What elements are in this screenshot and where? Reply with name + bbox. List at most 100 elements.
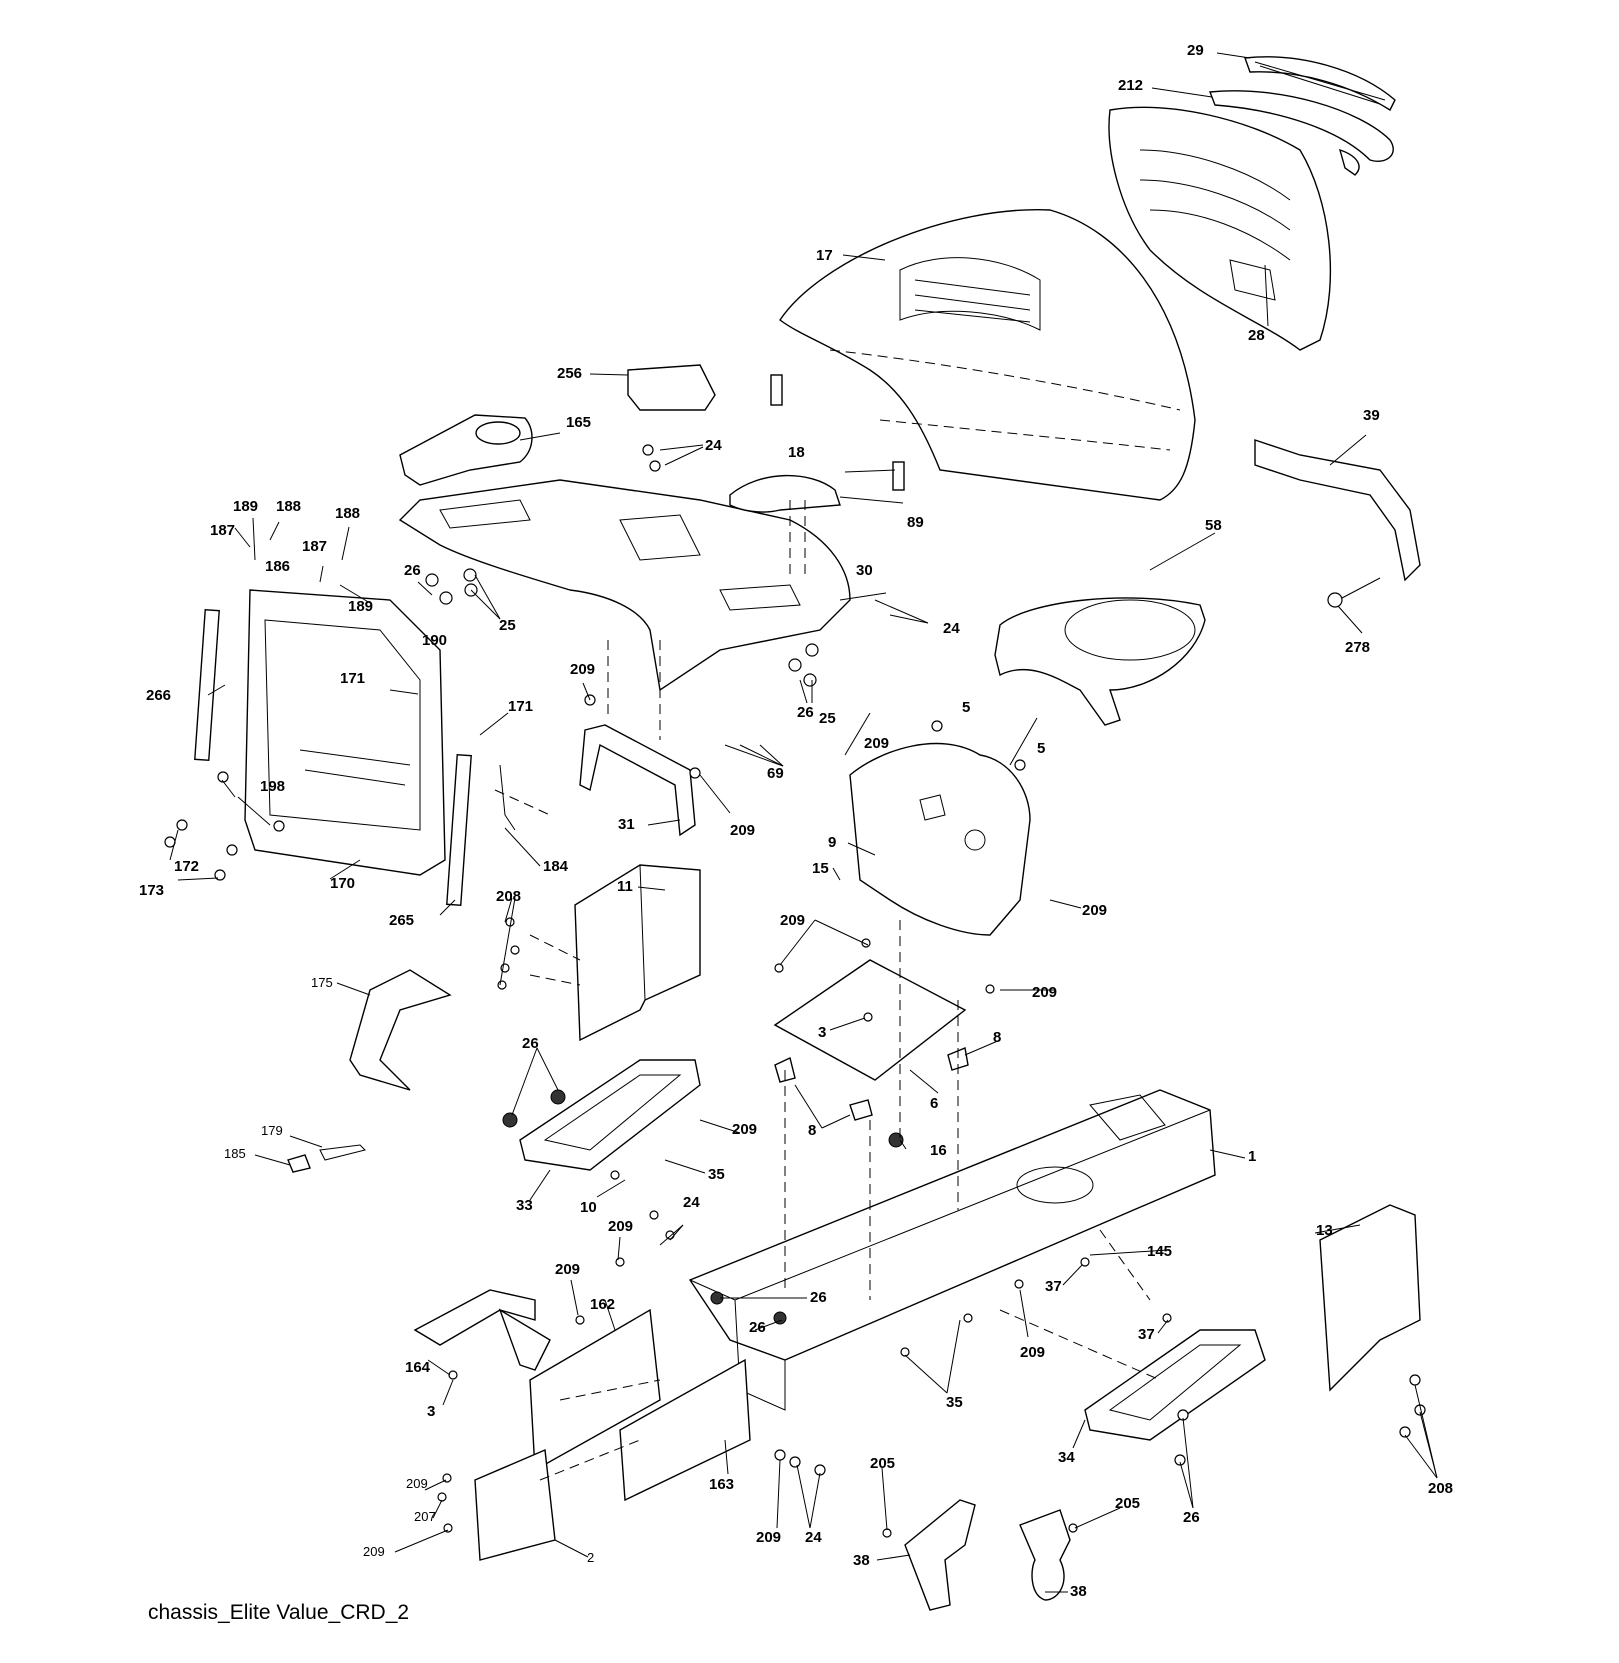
callout-25-mid: 25 bbox=[819, 710, 836, 727]
callout-18: 18 bbox=[788, 444, 805, 461]
callout-3-plate: 3 bbox=[818, 1024, 827, 1041]
callout-209-bracket: 209 bbox=[730, 822, 756, 839]
callout-173: 173 bbox=[139, 882, 165, 899]
callout-8-bottom: 8 bbox=[808, 1122, 817, 1139]
diagram-caption: chassis_Elite Value_CRD_2 bbox=[148, 1601, 410, 1624]
part-38-bracket-right bbox=[1019, 1509, 1071, 1601]
callout-26-frame-a: 26 bbox=[810, 1289, 827, 1306]
callout-256: 256 bbox=[557, 365, 583, 382]
callout-208-right: 208 bbox=[1428, 1480, 1454, 1497]
part-38-bracket-left bbox=[904, 1499, 976, 1611]
callout-179: 179 bbox=[261, 1123, 283, 1138]
callout-17: 17 bbox=[816, 247, 833, 264]
part-28-front-grille bbox=[1108, 106, 1332, 351]
callout-5-left: 5 bbox=[962, 699, 971, 716]
callout-165: 165 bbox=[566, 414, 592, 431]
callout-38-left: 38 bbox=[853, 1552, 870, 1569]
part-8-clip-b bbox=[947, 1047, 969, 1071]
callout-3-front: 3 bbox=[427, 1403, 436, 1420]
part-179-lever bbox=[287, 1144, 366, 1173]
callout-37-a: 37 bbox=[1045, 1278, 1062, 1295]
callout-162: 162 bbox=[590, 1296, 616, 1313]
callout-33: 33 bbox=[516, 1197, 533, 1214]
callout-278: 278 bbox=[1345, 639, 1371, 656]
callout-205-right: 205 bbox=[1115, 1495, 1141, 1512]
callout-175: 175 bbox=[311, 975, 333, 990]
callout-187-right: 187 bbox=[302, 538, 328, 555]
callout-24-top: 24 bbox=[705, 437, 722, 454]
part-13-side-plate bbox=[1319, 1204, 1421, 1392]
callout-145: 145 bbox=[1147, 1243, 1173, 1260]
callout-8-right: 8 bbox=[993, 1029, 1002, 1046]
part-11-side-plate bbox=[574, 864, 701, 1042]
callout-209-center: 209 bbox=[1020, 1344, 1046, 1361]
callout-207: 207 bbox=[414, 1509, 436, 1524]
part-163-side-plate bbox=[619, 1358, 751, 1502]
part-266-trim bbox=[194, 608, 220, 762]
part-175-shield bbox=[349, 969, 452, 1091]
callout-35-bottom: 35 bbox=[946, 1394, 963, 1411]
part-212-grille-trim bbox=[1209, 90, 1394, 176]
callout-209-footrest: 209 bbox=[732, 1121, 758, 1138]
callout-172: 172 bbox=[174, 858, 200, 875]
callout-208-left: 208 bbox=[496, 888, 522, 905]
hardware-fasteners bbox=[164, 444, 1426, 1538]
alignment-lines bbox=[494, 500, 1161, 1481]
callout-89: 89 bbox=[907, 514, 924, 531]
callout-1: 1 bbox=[1248, 1148, 1257, 1165]
part-1-main-frame bbox=[688, 1089, 1216, 1411]
part-58-shroud bbox=[994, 597, 1206, 726]
part-30-fender bbox=[398, 479, 851, 692]
callout-26-frame-b: 26 bbox=[749, 1319, 766, 1336]
callout-171-left: 171 bbox=[340, 670, 366, 687]
part-16-nut bbox=[888, 1132, 904, 1148]
callout-37-b: 37 bbox=[1138, 1326, 1155, 1343]
callout-15: 15 bbox=[812, 860, 829, 877]
part-170-dash-panel bbox=[244, 589, 446, 876]
callout-209-lower-left: 209 bbox=[406, 1476, 428, 1491]
callout-38-right: 38 bbox=[1070, 1583, 1087, 1600]
part-18-bumper-pad-bottom bbox=[892, 461, 905, 491]
callout-186: 186 bbox=[265, 558, 291, 575]
callout-28: 28 bbox=[1248, 327, 1265, 344]
callout-170: 170 bbox=[330, 875, 356, 892]
callout-266: 266 bbox=[146, 687, 172, 704]
callout-39: 39 bbox=[1363, 407, 1380, 424]
callout-209-right: 209 bbox=[1082, 902, 1108, 919]
callout-16: 16 bbox=[930, 1142, 947, 1159]
part-34-footrest bbox=[1084, 1329, 1266, 1441]
callout-58: 58 bbox=[1205, 517, 1222, 534]
callout-5-right: 5 bbox=[1037, 740, 1046, 757]
callout-189-bottom: 189 bbox=[348, 598, 374, 615]
leader-lines bbox=[169, 52, 1438, 1593]
part-256-access-cover bbox=[627, 364, 716, 411]
part-164-bracket bbox=[413, 1289, 551, 1371]
callout-209-frame: 209 bbox=[608, 1218, 634, 1235]
part-18-bumper-pad-top bbox=[770, 374, 783, 406]
part-89-cover bbox=[729, 474, 841, 513]
callout-209-housing: 209 bbox=[864, 735, 890, 752]
callout-190: 190 bbox=[422, 632, 448, 649]
part-278-fastener bbox=[1327, 577, 1381, 608]
callout-26-mid: 26 bbox=[797, 704, 814, 721]
part-29-grille-trim bbox=[1244, 56, 1396, 112]
callout-188-top: 188 bbox=[276, 498, 302, 515]
callout-24-right: 24 bbox=[943, 620, 960, 637]
part-265-trim bbox=[446, 753, 472, 907]
callout-163: 163 bbox=[709, 1476, 735, 1493]
callout-24-frame: 24 bbox=[683, 1194, 700, 1211]
part-184-rod bbox=[499, 764, 516, 831]
callout-30: 30 bbox=[856, 562, 873, 579]
part-9-housing bbox=[849, 742, 1031, 936]
part-2-bracket bbox=[474, 1448, 556, 1561]
callout-188-right: 188 bbox=[335, 505, 361, 522]
callout-209-lower-left-b: 209 bbox=[363, 1544, 385, 1559]
callout-171-right: 171 bbox=[508, 698, 534, 715]
callout-29: 29 bbox=[1187, 42, 1204, 59]
callout-6: 6 bbox=[930, 1095, 939, 1112]
callout-212: 212 bbox=[1118, 77, 1144, 94]
callout-34: 34 bbox=[1058, 1449, 1075, 1466]
callout-185: 185 bbox=[224, 1146, 246, 1161]
callout-209-bottom: 209 bbox=[756, 1529, 782, 1546]
